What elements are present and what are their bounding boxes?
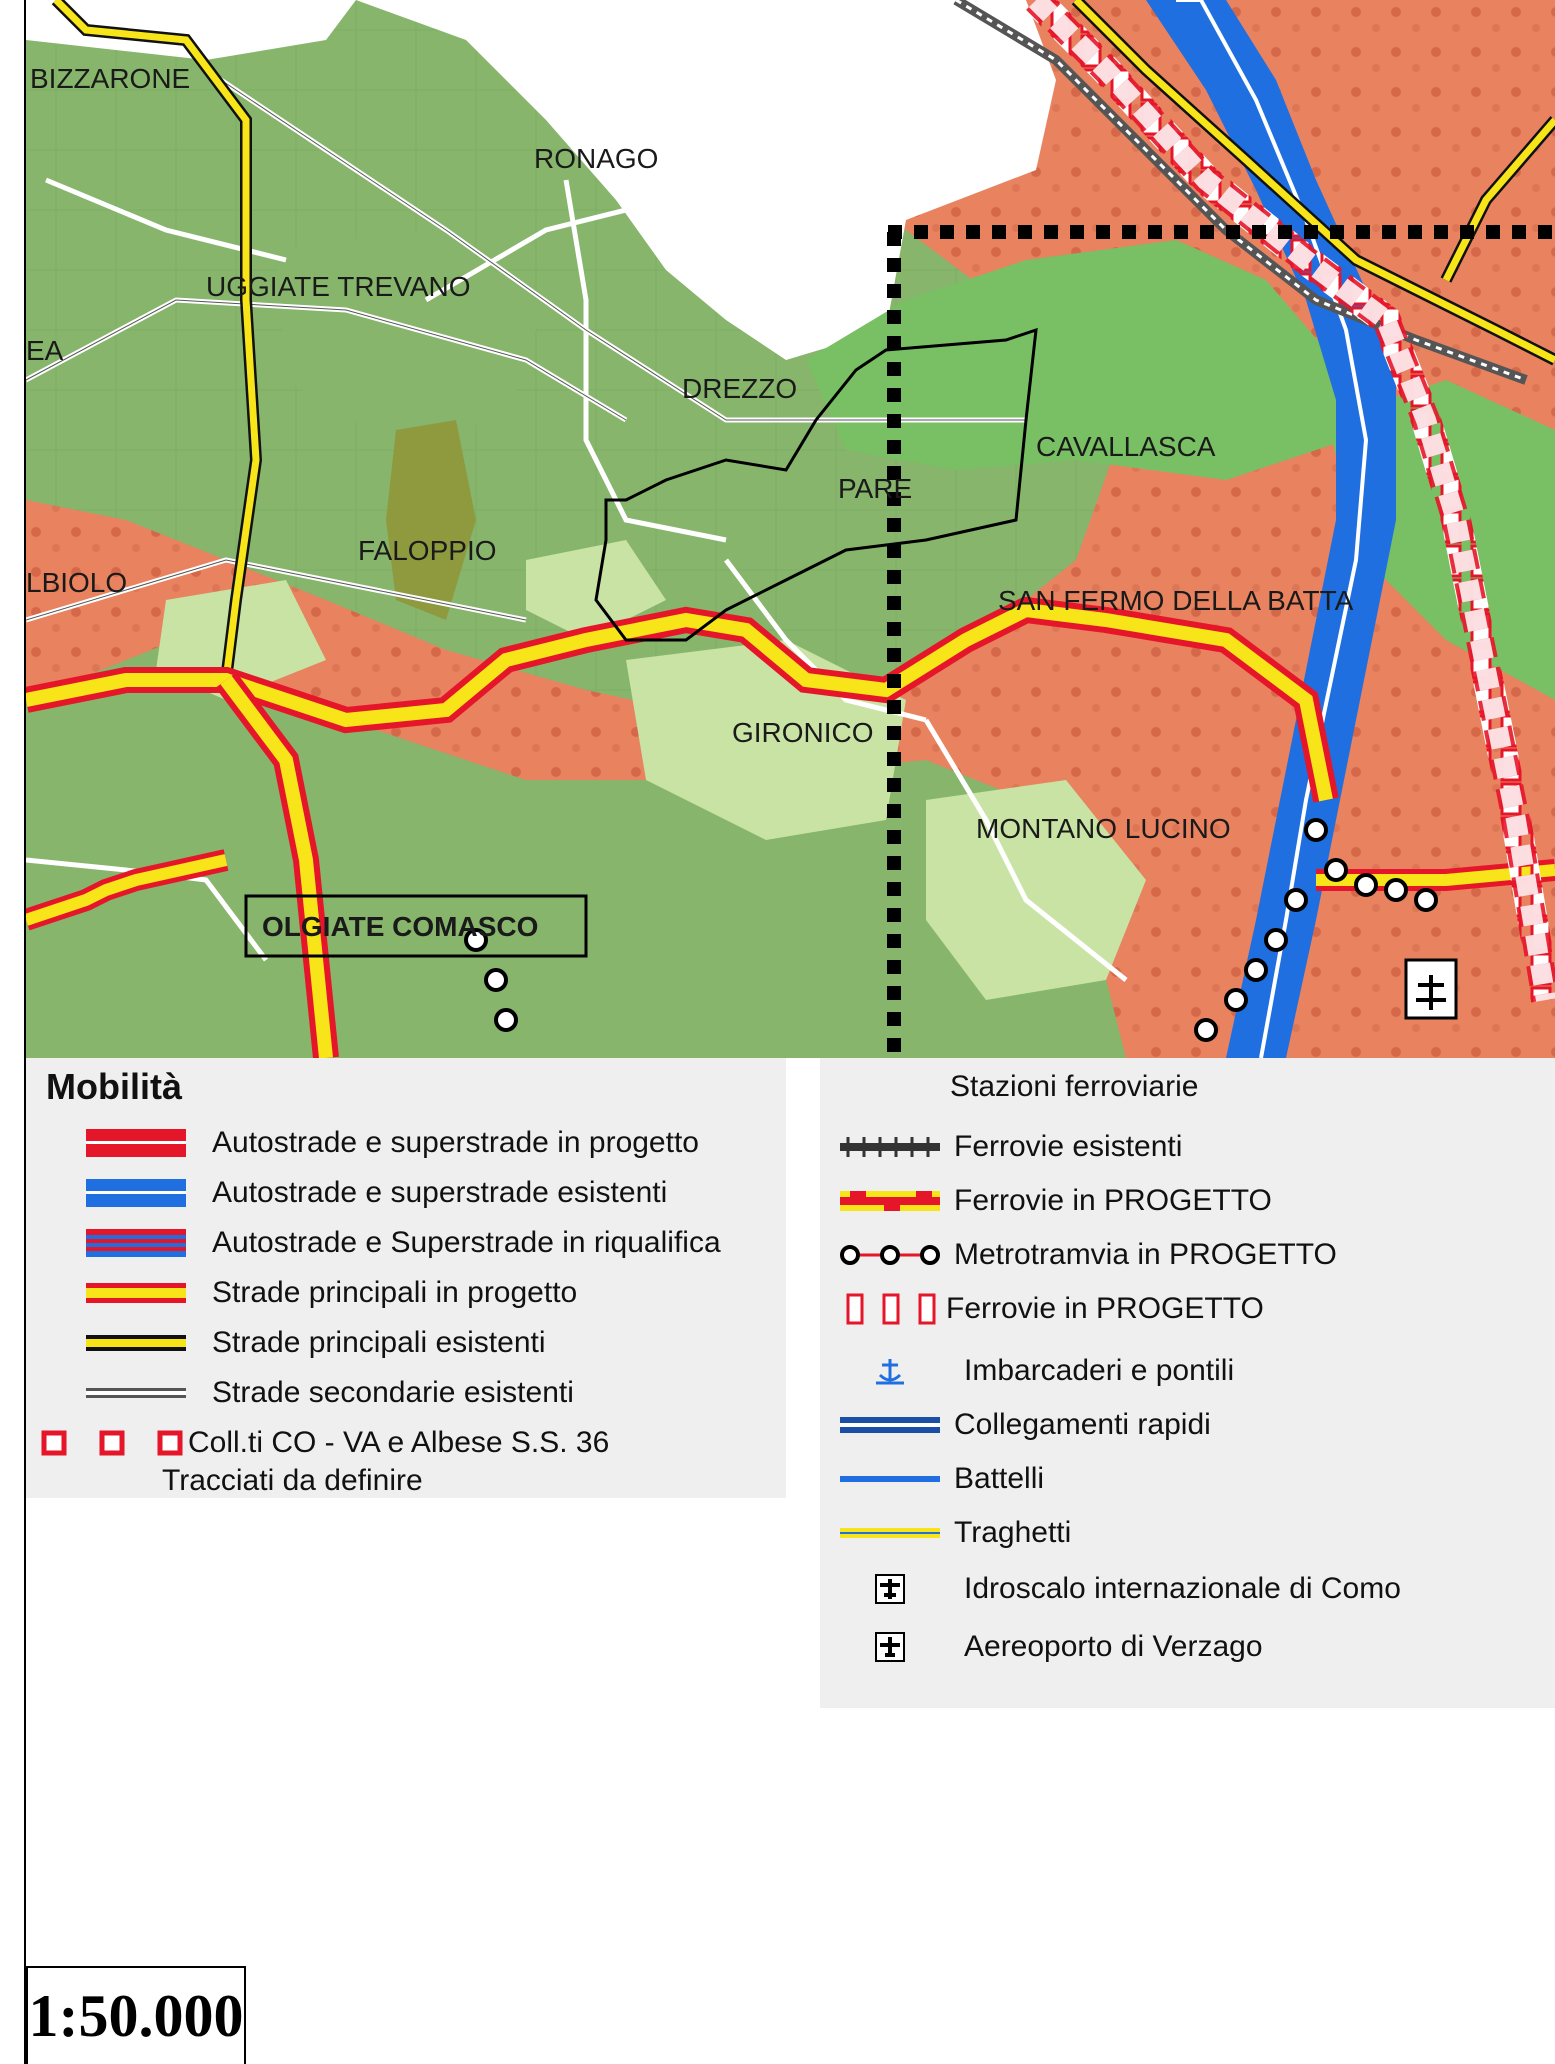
legend-item-collegamenti-rapidi: Collegamenti rapidi [840,1402,1211,1448]
legend-item-ferrovie-progetto-boxes: Ferrovie in PROGETTO [840,1286,1264,1332]
place-labels: BIZZARONE RONAGO UGGIATE TREVANO EA DREZ… [26,63,1354,958]
legend-heading-stazioni: Stazioni ferroviarie [950,1070,1199,1103]
main-roads-existing [51,0,1555,681]
label-pare: PARE [838,473,912,504]
meadow-area [526,540,666,640]
legend-item-strade-principali-progetto: Strade principali in progetto [86,1270,577,1316]
legend-item-ferrovie-progetto: Ferrovie in PROGETTO [840,1178,1272,1224]
outside-area [26,0,356,60]
label-cavallasca: CAVALLASCA [1036,431,1216,462]
forest-area [276,230,546,440]
legend-item-metrotramvia: Metrotramvia in PROGETTO [840,1232,1337,1278]
secondary-road-edges [26,69,1026,621]
label-drezzo: DREZZO [682,373,797,404]
legend-item-imbarcaderi: Imbarcaderi e pontili [840,1348,1234,1394]
swatch-grey-double [86,1388,186,1398]
swatch-rail-project-yellow [840,1191,940,1211]
swatch-tram-project [840,1245,940,1265]
label-olgiate: OLGIATE COMASCO [262,911,538,942]
swatch-rail-project-boxes [846,1293,936,1325]
dotted-boundary [887,225,1555,1058]
anchor-icon [876,1359,904,1385]
legend-item-collegamenti: Coll.ti CO - VA e Albese S.S. 36 [40,1420,609,1466]
label-albiolo: LBIOLO [26,567,127,598]
seaplane-legend-icon [875,1574,905,1604]
label-bizzarone: BIZZARONE [30,63,190,94]
municipality-boundary [594,327,1038,642]
scale-label: 1:50.000 [26,1966,246,2064]
swatch-fast-link [840,1417,940,1433]
map-canvas[interactable]: BIZZARONE RONAGO UGGIATE TREVANO EA DREZ… [26,0,1555,1058]
legend-item-ferrovie-esistenti: Ferrovie esistenti [840,1124,1182,1170]
olive-area [386,420,476,620]
legend-item-autostrade-progetto: Autostrade e superstrade in progetto [86,1120,699,1166]
swatch-red-double [86,1129,186,1157]
forest-area [26,640,1126,1058]
legend-item-aereoporto: Aereoporto di Verzago [840,1624,1263,1670]
forest-area [26,0,1126,720]
legend-item-strade-principali-esistenti: Strade principali esistenti [86,1320,546,1366]
legend-subnote: Tracciati da definire [162,1464,423,1497]
label-ronago: RONAGO [534,143,658,174]
legend-item-strade-secondarie: Strade secondarie esistenti [86,1370,574,1416]
legend-item-autostrade-riqualifica: Autostrade e Superstrade in riqualifica [86,1220,721,1266]
main-roads-project [26,596,1555,1058]
project-railway-boxes [1025,0,1555,1003]
swatch-ferry [840,1528,940,1538]
frame-left-border [24,0,26,2064]
seaplane-icon[interactable] [1404,958,1458,1020]
legend-item-autostrade-esistenti: Autostrade e superstrade esistenti [86,1170,667,1216]
swatch-rail-existing [840,1137,940,1157]
legend-item-idroscalo: Idroscalo internazionale di Como [840,1566,1401,1612]
legend-left: Mobilità Autostrade e superstrade in pro… [26,1058,786,1498]
label-montano: MONTANO LUCINO [976,813,1231,844]
label-faloppio: FALOPPIO [358,535,497,566]
legend-item-battelli: Battelli [840,1456,1044,1502]
swatch-red-blue-stripes [86,1229,186,1257]
swatch-blue-double [86,1179,186,1207]
swatch-boat [840,1476,940,1482]
label-ea: EA [26,335,64,366]
outside-area [356,0,1056,360]
label-uggiate: UGGIATE TREVANO [206,271,470,302]
swatch-yellow-black [86,1335,186,1351]
swatch-yellow-red [86,1283,186,1303]
meadow-area [926,780,1146,1000]
airport-icon [875,1632,905,1662]
label-sanfermo: SAN FERMO DELLA BATTA [998,585,1354,616]
metrotramvia-project [464,818,1438,1042]
swatch-red-squares [41,1430,183,1456]
legend-right: Stazioni ferroviarie Ferrovie esistenti … [820,1058,1555,1708]
river-center-line [1176,0,1369,1058]
legend-item-traghetti: Traghetti [840,1510,1071,1556]
legend-title: Mobilità [46,1066,182,1107]
label-gironico: GIRONICO [732,717,874,748]
